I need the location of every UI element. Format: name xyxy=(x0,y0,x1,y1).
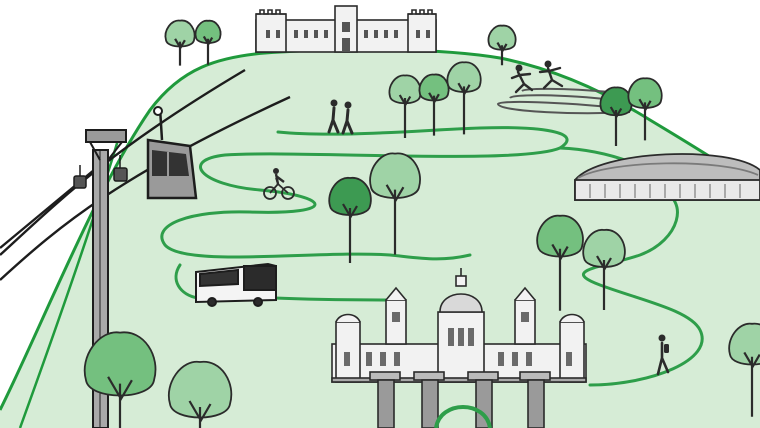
fountain-arc xyxy=(434,405,492,428)
tree-icon xyxy=(164,19,196,66)
tree-icon xyxy=(627,77,663,141)
tree-icon xyxy=(599,86,633,146)
tree-icon xyxy=(83,331,157,428)
hiker-icon xyxy=(656,334,670,376)
castle-icon xyxy=(255,5,437,53)
tree-icon xyxy=(487,24,517,66)
tree-icon xyxy=(418,73,450,136)
tree-icon xyxy=(582,229,626,310)
trees xyxy=(83,19,760,428)
small-cable-cabin-icon xyxy=(73,155,128,189)
tree-icon xyxy=(536,214,584,311)
tree-icon xyxy=(167,361,233,428)
cable-car-icon xyxy=(146,106,198,200)
hill-edge-lower xyxy=(18,139,120,428)
cyclist-icon xyxy=(263,168,295,200)
running-track-icon xyxy=(496,87,631,115)
walkers-icon xyxy=(327,99,354,135)
palace-columns xyxy=(369,371,551,428)
tree-icon xyxy=(369,152,421,255)
runners-icon xyxy=(510,60,564,94)
tree-icon xyxy=(446,61,482,135)
tree-icon xyxy=(728,322,760,417)
stadium-icon xyxy=(574,153,760,201)
tree-icon xyxy=(328,177,372,263)
tree-icon xyxy=(388,74,422,138)
tree-icon xyxy=(194,19,222,65)
bus-icon xyxy=(195,262,277,307)
